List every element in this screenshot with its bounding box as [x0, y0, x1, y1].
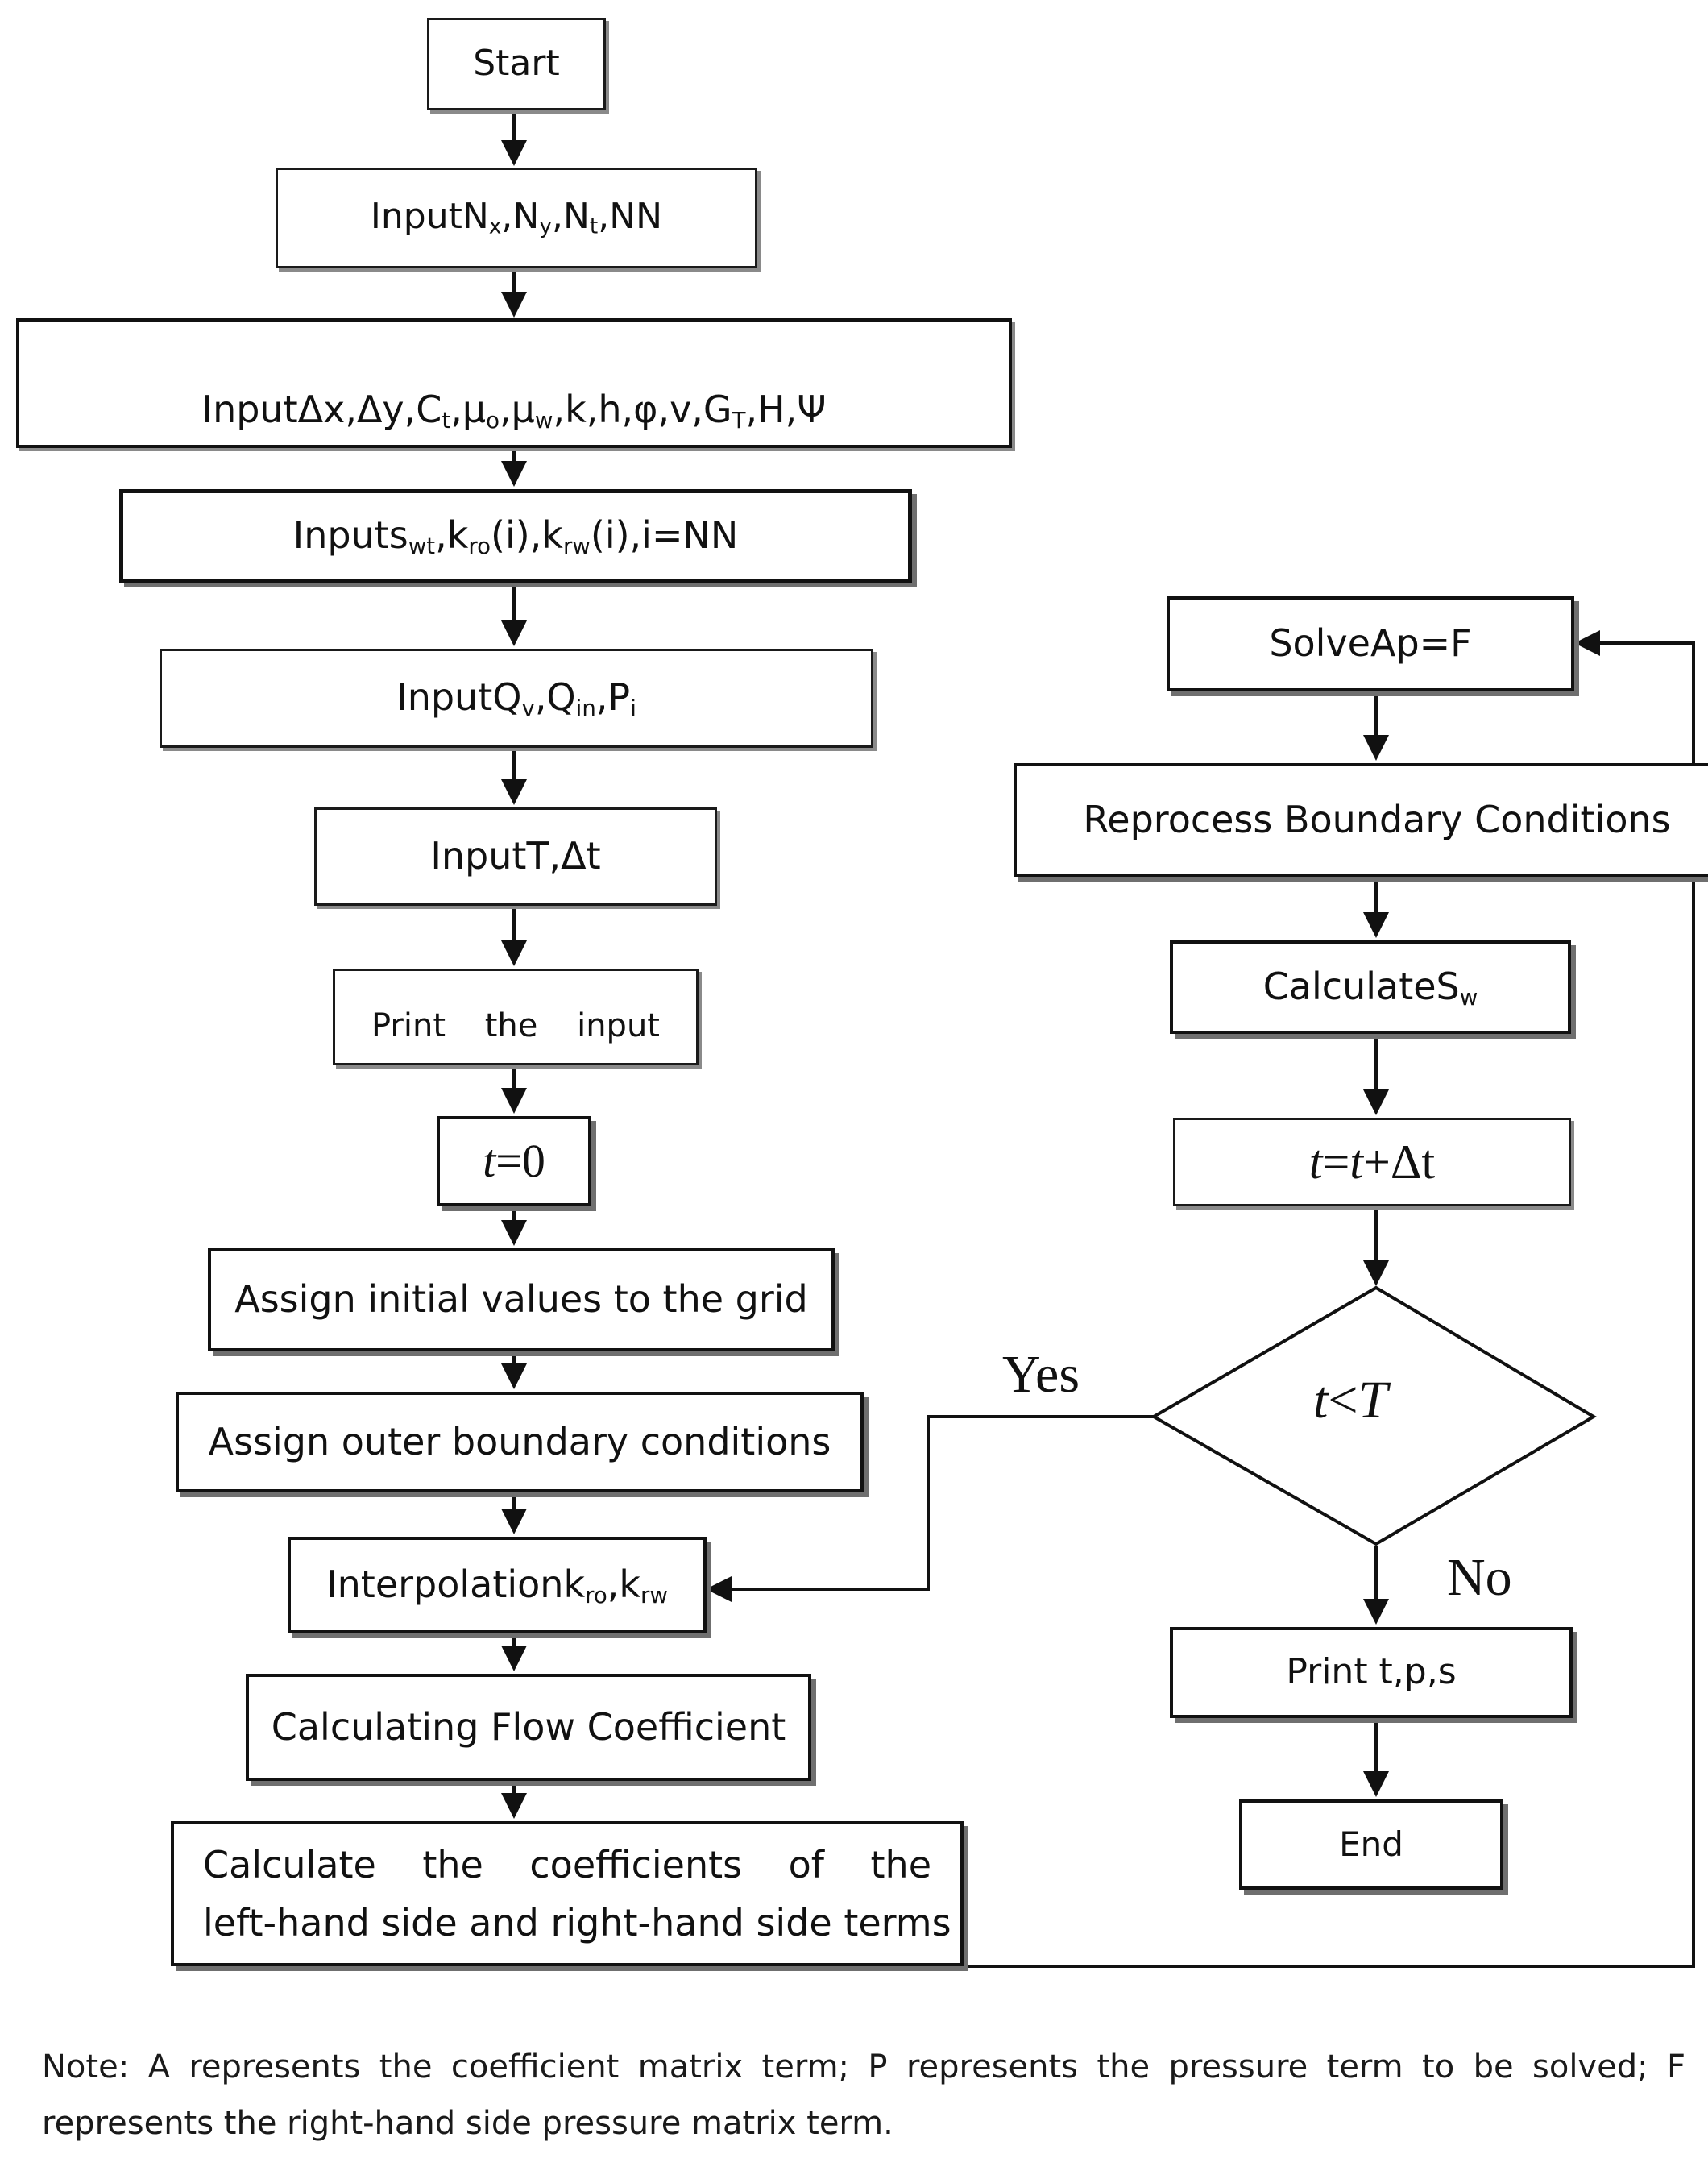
input-grid-label: InputNx,Ny,Nt,NN [370, 196, 663, 239]
footnote: Note: A represents the coefficient matri… [42, 2048, 1685, 2142]
calc-sw-node: CalculateSw [1170, 940, 1571, 1034]
no-label: No [1447, 1548, 1512, 1607]
end-label: End [1339, 1824, 1403, 1864]
calc-coefficients-node: Calculate the coefficients of the left-h… [171, 1821, 964, 1966]
arrow-calc-loop-to-solve [514, 630, 1695, 1968]
yes-label: Yes [1002, 1345, 1080, 1404]
t-increment-node: t=t+Δt [1173, 1118, 1571, 1206]
reprocess-label: Reprocess Boundary Conditions [1083, 797, 1671, 841]
flow-coefficient-label: Calculating Flow Coefficient [271, 1704, 786, 1749]
calc-coefficients-line2: left-hand side and right-hand side terms [203, 1901, 951, 1944]
input-params-label: InputΔx,Δy,Ct,μo,μw,k,h,φ,v,GT,H,Ψ [201, 388, 827, 434]
print-input-node: Print the input [333, 969, 699, 1065]
input-time-node: InputT,Δt [314, 807, 717, 906]
start-label: Start [473, 43, 560, 85]
calc-coefficients-line1: Calculate the coefficients of the [203, 1843, 931, 1886]
print-tps-node: Print t,p,s [1170, 1627, 1573, 1718]
input-time-label: InputT,Δt [430, 834, 601, 878]
reprocess-node: Reprocess Boundary Conditions [1014, 763, 1708, 877]
assign-initial-label: Assign initial values to the grid [234, 1277, 808, 1322]
t-zero-label: t=0 [483, 1135, 545, 1188]
t-increment-label: t=t+Δt [1308, 1135, 1436, 1189]
t-zero-node: t=0 [437, 1116, 591, 1206]
print-input-label: Print the input [371, 1007, 660, 1044]
interpolation-node: Interpolationkro,krw [288, 1537, 707, 1633]
input-flow-node: InputQv,Qin,Pi [160, 649, 873, 748]
input-flow-label: InputQv,Qin,Pi [396, 675, 636, 721]
decision-diamond [1150, 1285, 1597, 1546]
solve-label: SolveAp=F [1269, 621, 1472, 666]
input-params-node: InputΔx,Δy,Ct,μo,μw,k,h,φ,v,GT,H,Ψ [16, 318, 1012, 448]
solve-node: SolveAp=F [1167, 596, 1574, 691]
assign-outer-node: Assign outer boundary conditions [176, 1392, 864, 1492]
print-tps-label: Print t,p,s [1286, 1651, 1457, 1693]
calc-sw-label: CalculateSw [1262, 964, 1478, 1011]
assign-outer-label: Assign outer boundary conditions [208, 1419, 831, 1463]
start-node: Start [427, 18, 606, 110]
input-grid-node: InputNx,Ny,Nt,NN [276, 168, 757, 268]
input-rel-perm-label: Inputswt,kro(i),krw(i),i=NN [292, 513, 739, 559]
decision-condition: t<T [1313, 1371, 1388, 1430]
interpolation-label: Interpolationkro,krw [326, 1562, 668, 1608]
arrow-decision-yes-to-interpolation [706, 1415, 1154, 1602]
end-node: End [1239, 1799, 1503, 1890]
flow-coefficient-node: Calculating Flow Coefficient [246, 1674, 811, 1781]
input-rel-perm-node: Inputswt,kro(i),krw(i),i=NN [119, 489, 912, 583]
assign-initial-node: Assign initial values to the grid [208, 1248, 835, 1351]
